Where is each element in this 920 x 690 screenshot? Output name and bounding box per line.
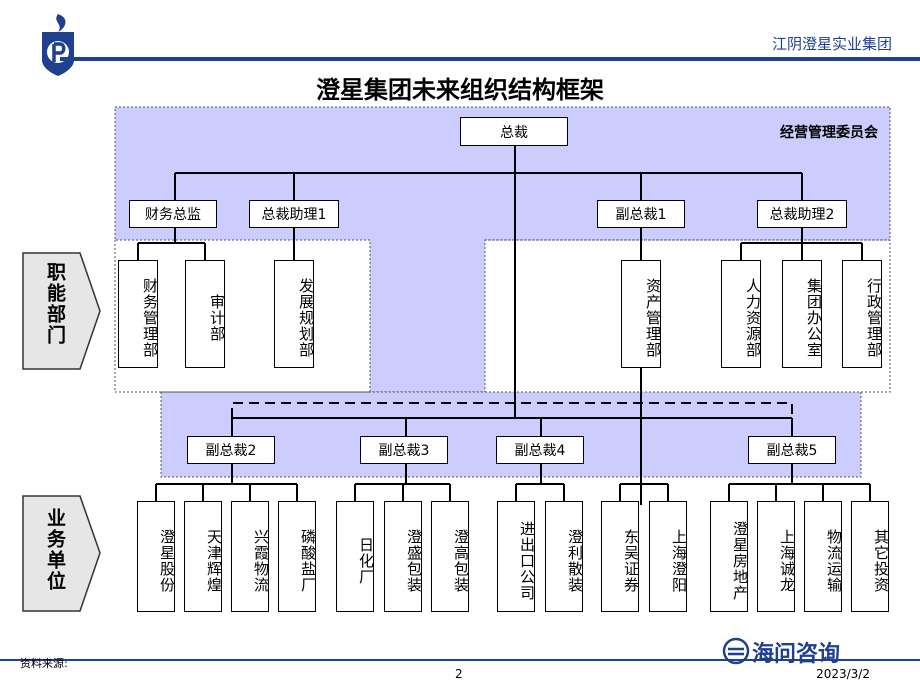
unit-shanghai-chengyang: 上海澄阳 <box>649 501 688 612</box>
unit-tianjin-huihuang: 天津辉煌 <box>184 501 223 612</box>
committee-region <box>114 106 891 393</box>
footer-rule <box>0 659 920 661</box>
vp-3-box: 副总裁3 <box>360 436 448 464</box>
brand-name: 海问咨询 <box>752 642 841 667</box>
business-arrow-shape <box>22 495 101 612</box>
business-units-label: 业务单位 <box>44 508 66 592</box>
unit-chenggao-packaging: 澄高包装 <box>431 501 470 612</box>
unit-logistics-transport: 物流运输 <box>804 501 843 612</box>
unit-phosphate-plant: 磷酸盐厂 <box>278 501 317 612</box>
company-name: 江阴澄星实业集团 <box>771 35 892 53</box>
assistant-1-box: 总裁助理1 <box>249 200 339 228</box>
unit-real-estate: 澄星房地产 <box>710 501 749 612</box>
brand-logo-icon <box>722 637 750 665</box>
dept-human-resources: 人力资源部 <box>721 260 762 368</box>
unit-xingxia-logistics: 兴霞物流 <box>231 501 270 612</box>
unit-chemical-plant: 日化厂 <box>336 501 375 612</box>
dept-finance-management: 财务管理部 <box>118 260 159 368</box>
unit-shanghai-chenglong: 上海诚龙 <box>757 501 796 612</box>
committee-label: 经营管理委员会 <box>780 125 878 141</box>
unit-chengxing-shares: 澄星股份 <box>137 501 176 612</box>
unit-other-investments: 其它投资 <box>851 501 890 612</box>
assistant-2-box: 总裁助理2 <box>757 200 847 228</box>
vp-5-box: 副总裁5 <box>748 436 836 464</box>
source-note: 资料来源: <box>20 657 68 670</box>
vp-1-box: 副总裁1 <box>597 200 685 228</box>
dept-administration: 行政管理部 <box>842 260 883 368</box>
unit-dongwu-securities: 东吴证券 <box>601 501 640 612</box>
ceo-box: 总裁 <box>460 117 568 146</box>
dept-asset-management: 资产管理部 <box>621 260 662 368</box>
header-rule <box>60 57 920 61</box>
dept-development-planning: 发展规划部 <box>274 260 315 368</box>
date-label: 2023/3/2 <box>816 667 870 681</box>
functional-arrow-shape <box>22 252 101 370</box>
unit-import-export: 进出口公司 <box>497 501 536 612</box>
vp-2-box: 副总裁2 <box>187 436 275 464</box>
unit-chengli-bulk: 澄利散装 <box>545 501 584 612</box>
dept-group-office: 集团办公室 <box>782 260 823 368</box>
page-title: 澄星集团未来组织结构框架 <box>316 76 604 104</box>
dept-audit: 审计部 <box>185 260 226 368</box>
functional-departments-label: 职能部门 <box>44 262 66 346</box>
vp-4-box: 副总裁4 <box>496 436 584 464</box>
finance-director-box: 财务总监 <box>129 200 217 228</box>
unit-chengsheng-packaging: 澄盛包装 <box>384 501 423 612</box>
vp-region <box>160 391 862 478</box>
page-number: 2 <box>455 667 463 681</box>
